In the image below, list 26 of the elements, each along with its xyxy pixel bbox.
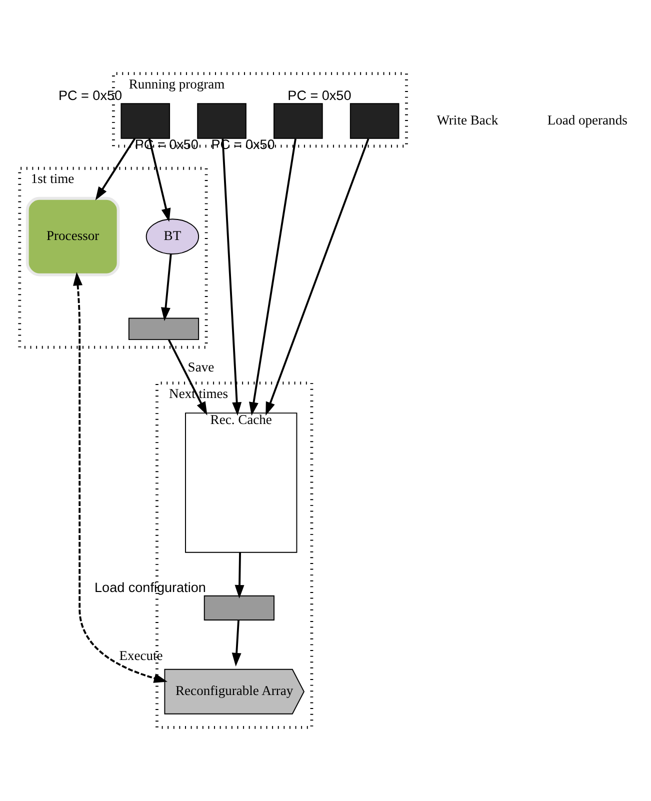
node-label: PC = 0x50 (58, 88, 122, 103)
arrow (249, 138, 296, 416)
node-label: Execute (119, 648, 163, 663)
arrow (148, 138, 171, 222)
node-box: Rec. Cache (185, 412, 298, 553)
node-box (274, 103, 323, 139)
arrow (160, 254, 172, 322)
arrow (232, 620, 242, 666)
node-box (120, 103, 170, 139)
arrow (95, 138, 136, 200)
node-ellipse: BT (146, 218, 200, 254)
arrow (73, 272, 168, 683)
arrow (266, 138, 370, 416)
node-box (197, 103, 246, 139)
arrow (234, 552, 244, 599)
label: Write Back (436, 112, 498, 128)
node-label: PC = 0x50 (288, 88, 352, 103)
edge-label: Save (188, 360, 214, 375)
arrow (222, 138, 242, 416)
node-label: Load configuration (94, 580, 206, 596)
label: Load operands (547, 112, 628, 128)
node-box: Processor (26, 196, 120, 276)
node-box (204, 595, 274, 621)
node-box (128, 318, 200, 340)
arrow (168, 339, 208, 416)
node-box (350, 103, 400, 139)
